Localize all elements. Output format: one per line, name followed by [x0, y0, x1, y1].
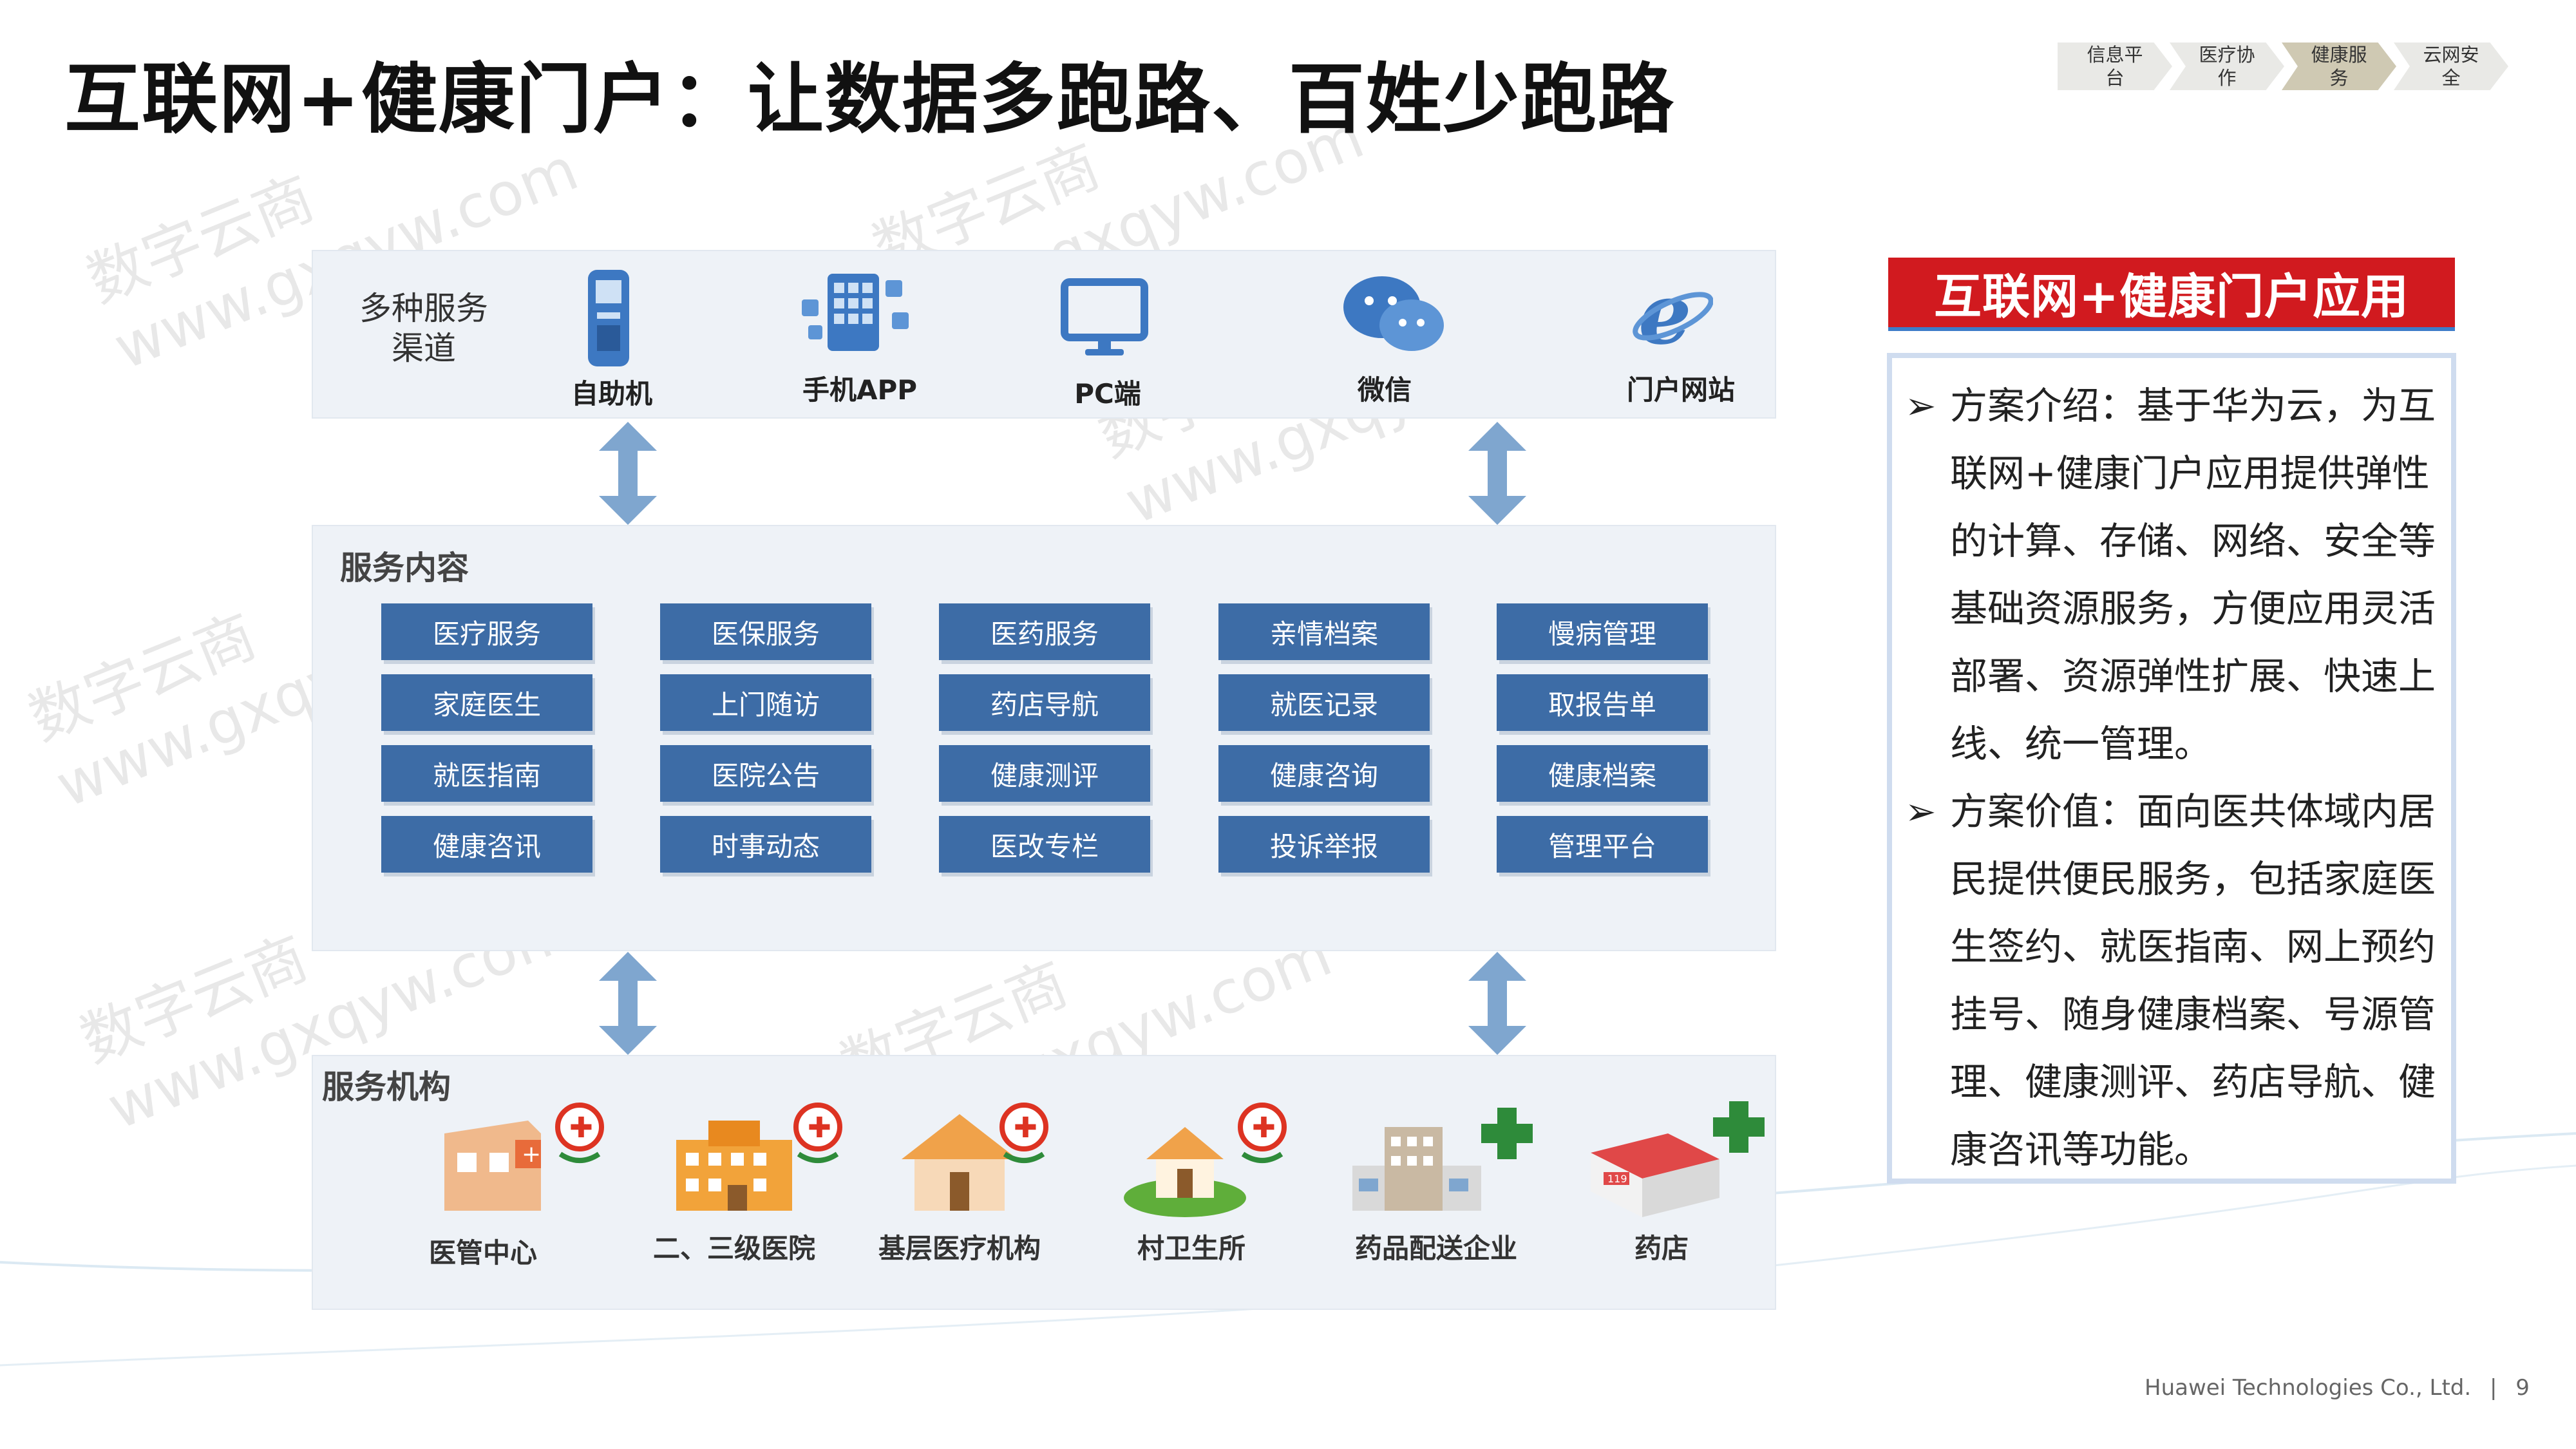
channels-panel: [312, 250, 1776, 419]
services-grid: 医疗服务 家庭医生 就医指南 健康咨讯 医保服务 上门随访 医院公告 时事动态 …: [381, 603, 1714, 874]
institutions-panel: [312, 1055, 1776, 1310]
pharmacy-store-icon: 119: [1571, 1095, 1765, 1224]
svg-text:✚: ✚: [808, 1112, 831, 1144]
institution-label: 基层医疗机构: [878, 1233, 1041, 1264]
services-title: 服务内容: [340, 549, 469, 587]
service-button[interactable]: 健康咨讯: [381, 816, 592, 873]
kiosk-icon: [576, 264, 641, 374]
service-button[interactable]: 就医指南: [381, 745, 592, 802]
svg-text:✚: ✚: [569, 1112, 593, 1144]
institution-label: 药品配送企业: [1354, 1233, 1517, 1264]
svg-text:✚: ✚: [1252, 1112, 1276, 1144]
channel-label-wechat: 微信: [1357, 374, 1412, 406]
svg-text:✚: ✚: [1014, 1112, 1037, 1144]
bullet-arrow-icon: ➢: [1905, 790, 1937, 833]
service-button[interactable]: 健康测评: [939, 745, 1150, 802]
service-button[interactable]: 医保服务: [660, 603, 871, 660]
service-button[interactable]: 医药服务: [939, 603, 1150, 660]
nav-item-cloud-security[interactable]: 云网安全: [2394, 43, 2508, 90]
channels-title: 多种服务渠道: [359, 290, 488, 367]
village-clinic-icon: ✚: [1121, 1095, 1314, 1224]
double-arrow-icon: [599, 952, 657, 1055]
service-button[interactable]: 医院公告: [660, 745, 871, 802]
channel-label-pc: PC端: [1074, 378, 1141, 410]
service-button[interactable]: 投诉举报: [1218, 816, 1430, 873]
footer: Huawei Technologies Co., Ltd. | 9: [2145, 1375, 2530, 1401]
channel-label-kiosk: 自助机: [571, 378, 652, 410]
double-arrow-icon: [1468, 952, 1526, 1055]
service-button[interactable]: 医改专栏: [939, 816, 1150, 873]
service-button[interactable]: 健康咨询: [1218, 745, 1430, 802]
service-button[interactable]: 时事动态: [660, 816, 871, 873]
ie-browser-icon: e: [1623, 270, 1719, 361]
pc-monitor-icon: [1056, 274, 1153, 364]
double-arrow-icon: [599, 422, 657, 525]
description-value: 方案价值：面向医共体域内居 民提供便民服务，包括家庭医 生签约、就医指南、网上预…: [1950, 790, 2436, 1171]
page-number: 9: [2515, 1375, 2530, 1401]
app-description-box: ➢ 方案介绍：基于华为云，为互 联网+健康门户应用提供弹性 的计算、存储、网络、…: [1887, 353, 2456, 1184]
footer-separator: |: [2490, 1375, 2497, 1401]
institution-label: 村卫生所: [1137, 1233, 1245, 1264]
double-arrow-icon: [1468, 422, 1526, 525]
service-button[interactable]: 慢病管理: [1497, 603, 1708, 660]
institution-label: 二、三级医院: [652, 1233, 815, 1264]
bullet-arrow-icon: ➢: [1905, 384, 1937, 428]
svg-text:+: +: [522, 1141, 541, 1168]
institution-label: 药店: [1634, 1233, 1689, 1264]
service-button[interactable]: 亲情档案: [1218, 603, 1430, 660]
institutions-title: 服务机构: [322, 1068, 451, 1106]
services-panel: [312, 525, 1776, 951]
footer-company: Huawei Technologies Co., Ltd.: [2145, 1375, 2472, 1401]
nav-item-health-service[interactable]: 健康服务: [2282, 43, 2396, 90]
channel-label-app: 手机APP: [802, 374, 918, 406]
wechat-icon: [1340, 269, 1449, 359]
channel-label-portal: 门户网站: [1626, 374, 1735, 406]
nav-item-medical-collab[interactable]: 医疗协作: [2170, 43, 2284, 90]
heading-underline: [1888, 327, 2455, 331]
section-nav: 信息平台 医疗协作 健康服务 云网安全: [2058, 43, 2508, 90]
service-button[interactable]: 上门随访: [660, 674, 871, 731]
service-button[interactable]: 取报告单: [1497, 674, 1708, 731]
service-button[interactable]: 医疗服务: [381, 603, 592, 660]
clinic-house-icon: ✚: [895, 1095, 1088, 1224]
page-title: 互联网+健康门户：让数据多跑路、百姓少跑路: [64, 55, 1675, 144]
svg-text:119: 119: [1607, 1173, 1627, 1185]
service-button[interactable]: 就医记录: [1218, 674, 1430, 731]
service-button[interactable]: 药店导航: [939, 674, 1150, 731]
mobile-app-icon: [795, 258, 924, 361]
app-panel-heading: 互联网+健康门户应用: [1888, 258, 2455, 327]
service-button[interactable]: 家庭医生: [381, 674, 592, 731]
service-button[interactable]: 管理平台: [1497, 816, 1708, 873]
description-intro: 方案介绍：基于华为云，为互 联网+健康门户应用提供弹性 的计算、存储、网络、安全…: [1950, 384, 2436, 766]
hospital-building-icon: ✚: [663, 1095, 857, 1224]
service-button[interactable]: 健康档案: [1497, 745, 1708, 802]
nav-item-info-platform[interactable]: 信息平台: [2058, 43, 2172, 90]
institution-label: 医管中心: [428, 1237, 537, 1269]
admin-building-icon: +✚: [431, 1095, 625, 1224]
pharma-factory-icon: [1340, 1095, 1546, 1224]
